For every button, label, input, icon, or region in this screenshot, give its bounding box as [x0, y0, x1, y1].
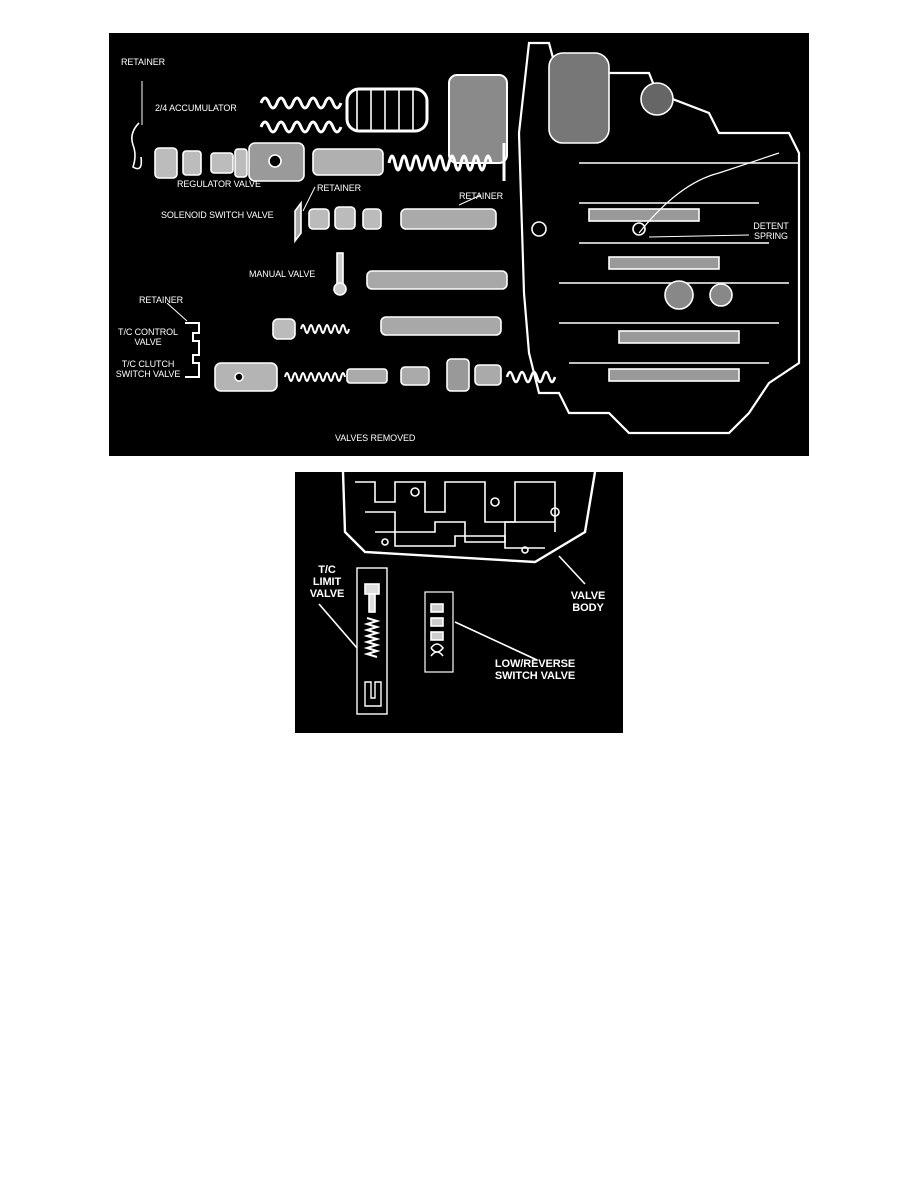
retainer-clip-top: [131, 122, 143, 170]
label-tc-clutch-switch-valve-line2: SWITCH VALVE: [115, 369, 181, 379]
label-detent-spring-line2: SPRING: [754, 231, 788, 241]
accumulator-spring-large: [345, 87, 429, 133]
label-valve-body: VALVE BODY: [563, 590, 613, 614]
label-2-4-accumulator: 2/4 ACCUMULATOR: [155, 103, 237, 113]
valve-body-closeup-drawing: [318, 472, 597, 715]
manual-valve: [366, 270, 508, 290]
label-tc-limit-valve: T/C LIMIT VALVE: [307, 564, 347, 600]
accumulator-piston: [448, 74, 508, 164]
label-tc-limit-valve-line3: VALVE: [309, 588, 345, 600]
regulator-valve: [312, 148, 384, 176]
label-retainer-left: RETAINER: [139, 295, 184, 305]
valves-removed-illustration: RETAINER 2/4 ACCUMULATOR REGULATOR VALVE…: [109, 33, 809, 456]
retainer-clip-mid: [294, 200, 302, 244]
low-reverse-strip: [424, 591, 454, 673]
tc-control-valve: [380, 316, 502, 336]
label-tc-limit-valve-line1: T/C: [318, 564, 336, 576]
tc-control-plug: [272, 318, 296, 340]
label-valve-body-line2: BODY: [572, 602, 604, 614]
label-valve-body-line1: VALVE: [570, 590, 606, 602]
regulator-spring: [387, 154, 493, 172]
label-retainer-right: RETAINER: [459, 191, 504, 201]
label-tc-clutch-switch-valve-line1: T/C CLUTCH: [121, 359, 175, 369]
label-tc-control-valve-line1: T/C CONTROL: [118, 327, 178, 337]
label-low-reverse-switch-valve-line1: LOW/REVERSE: [494, 658, 576, 670]
label-retainer-mid: RETAINER: [317, 183, 362, 193]
manual-valve-pin: [336, 252, 344, 288]
tc-limit-valve-strip: [356, 567, 388, 715]
valve-body-plate: [341, 472, 597, 564]
label-solenoid-switch-valve: SOLENOID SWITCH VALVE: [161, 210, 274, 220]
label-manual-valve: MANUAL VALVE: [249, 269, 316, 279]
label-regulator-valve: REGULATOR VALVE: [177, 179, 261, 189]
label-detent-spring-line1: DETENT: [753, 221, 789, 231]
retainer-bracket: [185, 322, 200, 378]
label-tc-control-valve-line2: VALVE: [134, 337, 162, 347]
solenoid-switch-valve: [400, 208, 497, 230]
label-tc-control-valve: T/C CONTROL VALVE: [115, 327, 181, 347]
label-retainer-top: RETAINER: [121, 57, 166, 67]
figure-caption: VALVES REMOVED: [335, 433, 416, 443]
valve-body-cylinder: [548, 52, 610, 144]
label-detent-spring: DETENT SPRING: [749, 221, 793, 241]
label-low-reverse-switch-valve: LOW/REVERSE SWITCH VALVE: [479, 658, 591, 682]
valves-removed-drawing: [131, 41, 801, 435]
valve-body-closeup-illustration: T/C LIMIT VALVE VALVE BODY LOW/REVERSE S…: [295, 472, 623, 733]
label-low-reverse-switch-valve-line2: SWITCH VALVE: [494, 670, 576, 682]
label-tc-clutch-switch-valve: T/C CLUTCH SWITCH VALVE: [111, 359, 185, 379]
label-tc-limit-valve-line2: LIMIT: [312, 576, 342, 588]
tc-clutch-sleeve: [214, 362, 278, 392]
accumulator-spring-small: [259, 96, 343, 110]
regulator-plug: [154, 147, 178, 179]
